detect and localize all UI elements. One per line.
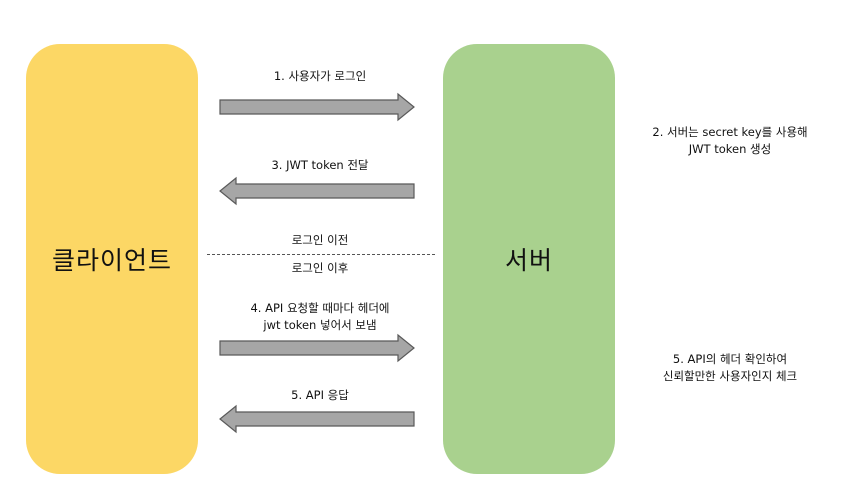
arrow-left-response [219, 404, 415, 434]
arrow-right-request [219, 333, 415, 363]
step-deliver-label: 3. JWT token 전달 [271, 158, 369, 172]
step-request-label-2: jwt token 넣어서 보냄 [263, 318, 377, 332]
arrow-left-deliver [219, 176, 415, 206]
server-box: 서버 [443, 44, 615, 474]
client-label: 클라이언트 [51, 246, 172, 275]
client-box: 클라이언트 [26, 44, 198, 474]
server-note-verify-2: 신뢰할만한 사용자인지 체크 [662, 369, 798, 383]
arrow-right-login [219, 92, 415, 122]
server-note-generate-2: JWT token 생성 [688, 142, 772, 156]
step-response-label: 5. API 응답 [291, 388, 349, 402]
divider-before-label: 로그인 이전 [291, 233, 349, 247]
step-login-label: 1. 사용자가 로그인 [273, 69, 367, 83]
login-divider [207, 254, 435, 255]
step-request-label-1: 4. API 요청할 때마다 헤더에 [250, 301, 390, 315]
divider-after-label: 로그인 이후 [291, 261, 349, 275]
server-note-generate-1: 2. 서버는 secret key를 사용해 [652, 125, 808, 139]
server-label: 서버 [504, 246, 553, 275]
server-note-verify-1: 5. API의 헤더 확인하여 [672, 352, 788, 366]
